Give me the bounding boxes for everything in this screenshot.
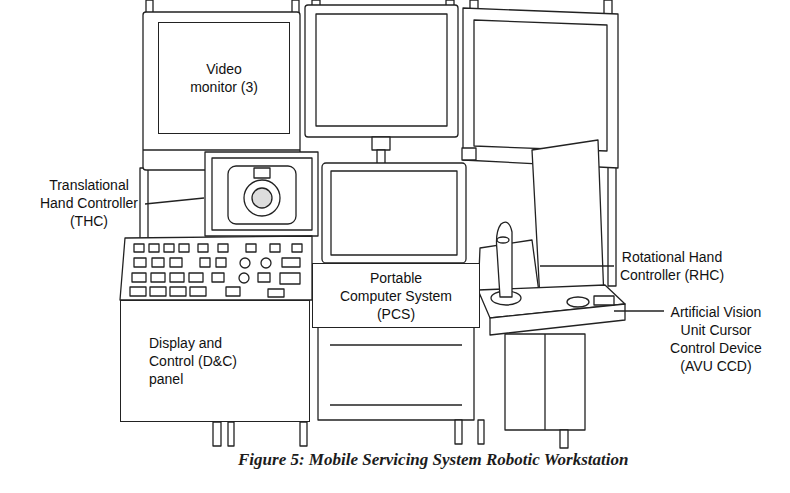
thc-mount <box>254 168 270 178</box>
monitor-clamp <box>377 150 385 164</box>
monitor-clamp <box>462 148 476 160</box>
panel-button <box>149 244 159 252</box>
pcs-stand <box>318 327 474 420</box>
leader-line <box>145 198 204 204</box>
pedestal <box>505 334 585 430</box>
avu-ccd-dial <box>567 297 589 307</box>
thc-housing <box>205 152 318 236</box>
panel-button <box>170 258 182 267</box>
stand-detail <box>330 344 462 345</box>
panel-button <box>164 244 174 252</box>
node-text: Portable Computer System (PCS) <box>338 269 454 323</box>
panel-button <box>246 244 256 252</box>
dc-panel-top <box>120 236 312 300</box>
leg <box>478 420 484 444</box>
panel-button <box>282 258 300 267</box>
rhc-column <box>532 140 604 300</box>
rhc-trigger <box>497 237 509 243</box>
stand-detail <box>330 404 462 405</box>
panel-button <box>198 244 208 252</box>
leg <box>560 430 568 448</box>
rhc-shelf-front <box>490 304 625 335</box>
panel-knob <box>240 258 250 268</box>
panel-knob <box>261 258 271 268</box>
monitor-screen: Video monitor (3) <box>158 22 290 134</box>
panel-button <box>152 258 164 267</box>
thc-knob <box>244 180 280 216</box>
label-wrap: Translational Hand Controller (THC) <box>35 176 143 230</box>
panel-button <box>130 287 146 296</box>
rail <box>604 0 612 14</box>
panel-button <box>268 289 284 297</box>
panel-knob <box>239 273 249 283</box>
panel-button <box>179 244 189 252</box>
panel-button <box>226 287 240 296</box>
panel-button <box>212 273 224 282</box>
leg <box>213 422 221 446</box>
rail <box>608 166 616 286</box>
rail <box>140 168 148 243</box>
panel-button <box>258 273 270 282</box>
panel-button <box>190 287 206 296</box>
rhc-grip <box>497 222 513 297</box>
pcs-base: Portable Computer System (PCS) <box>312 263 480 328</box>
dc-panel-front: Display and Control (D&C) panel <box>120 300 310 422</box>
panel-button <box>216 258 226 267</box>
panel-button <box>170 273 184 282</box>
part-label: Rotational Hand Controller (RHC) <box>616 248 728 284</box>
leader-line <box>614 310 664 311</box>
video-monitor <box>143 12 300 170</box>
label-wrap: Artificial Vision Unit Cursor Control De… <box>662 303 770 375</box>
thc-recess <box>228 166 296 224</box>
monitor-clamp <box>372 137 390 150</box>
node-text: Display and Control (D&C) panel <box>149 334 249 388</box>
panel-button <box>200 258 210 267</box>
leader-line <box>540 265 614 266</box>
panel-button <box>218 244 228 252</box>
part-label: Artificial Vision Unit Cursor Control De… <box>662 303 770 375</box>
avu-ccd-buttons <box>594 296 614 305</box>
panel-button <box>280 273 300 284</box>
monitor-screen <box>474 20 607 151</box>
video-monitor <box>305 5 458 137</box>
thc-knob-cap <box>252 188 272 208</box>
panel-button <box>132 273 146 282</box>
panel-button <box>170 287 186 296</box>
panel-button <box>134 244 144 252</box>
part-label: Translational Hand Controller (THC) <box>35 176 143 230</box>
panel-button <box>134 258 146 267</box>
thc-bezel <box>212 158 312 230</box>
figure-caption: Figure 5: Mobile Servicing System Roboti… <box>238 450 628 470</box>
label-wrap: Rotational Hand Controller (RHC) <box>616 248 728 284</box>
leg <box>228 422 234 446</box>
pedestal-detail <box>544 334 545 430</box>
leg <box>455 420 462 444</box>
monitor-screen <box>316 14 447 126</box>
pcs-screen <box>331 171 457 255</box>
panel-button <box>292 244 302 252</box>
panel-button <box>150 287 166 296</box>
panel-button <box>270 244 280 252</box>
panel-button <box>189 273 203 282</box>
node-text: Video monitor (3) <box>186 60 262 96</box>
leg <box>300 422 307 446</box>
pcs-lid <box>322 163 466 263</box>
monitor-bezel <box>143 149 300 150</box>
panel-button <box>151 273 165 282</box>
